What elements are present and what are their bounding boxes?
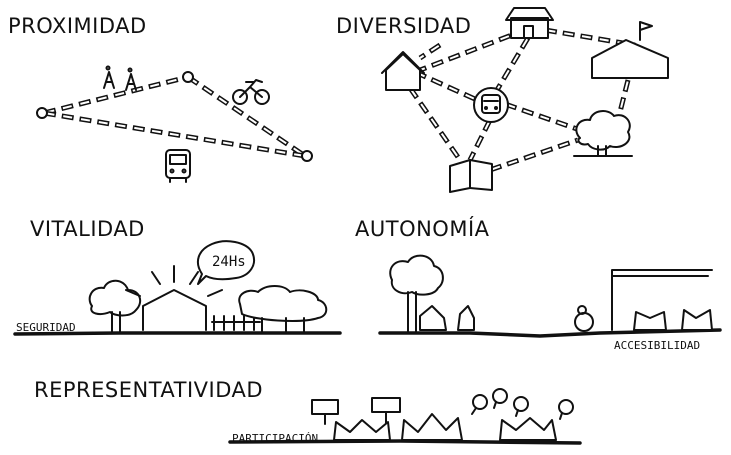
crowd-shape [333, 419, 391, 441]
crowd-shape [401, 413, 463, 441]
title-proximidad: PROXIMIDAD [8, 14, 147, 38]
ground-label-accesibilidad: ACCESIBILIDAD [614, 339, 700, 352]
wheelchair-icon [574, 305, 594, 332]
title-autonomia: AUTONOMÍA [355, 217, 490, 241]
speech-bubble-icon [558, 399, 574, 420]
bicycle-icon [232, 79, 270, 105]
vitalidad-diagram: 24Hs SEGURIDAD [13, 240, 342, 336]
sign-icon [371, 397, 401, 425]
autonomia-diagram: ACCESIBILIDAD [378, 254, 722, 352]
building-icon [591, 21, 669, 79]
book-icon [449, 159, 493, 193]
tree-icon [238, 285, 328, 334]
bus-icon [473, 87, 509, 123]
plant-shape [457, 305, 475, 331]
speech-bubble-icon [492, 388, 508, 409]
representatividad-diagram: PARTICIPACIÓN [228, 388, 582, 445]
tree-icon [573, 110, 633, 157]
title-diversidad: DIVERSIDAD [336, 14, 472, 38]
speech-bubble-icon [513, 396, 529, 417]
crowd-shape [499, 417, 557, 441]
proximidad-diagram [36, 65, 313, 183]
bus-icon [165, 149, 191, 183]
node-point [36, 107, 48, 119]
speech-bubble-icon [196, 240, 255, 285]
sign-icon [311, 399, 339, 425]
school-icon [505, 7, 554, 39]
building-icon [125, 265, 223, 331]
node-point [301, 150, 313, 162]
tree-icon [389, 254, 444, 333]
diversidad-diagram [381, 7, 669, 193]
bubble-24hs-label: 24Hs [212, 254, 246, 270]
person-icon [125, 67, 137, 91]
ground-label-participacion: PARTICIPACIÓN [232, 432, 318, 445]
plant-shape [419, 305, 447, 331]
person-icon [103, 65, 115, 89]
tree-icon [88, 279, 142, 334]
ground-label-seguridad: SEGURIDAD [16, 321, 76, 334]
shelter-icon [611, 269, 713, 331]
node-point [182, 71, 194, 83]
title-vitalidad: VITALIDAD [30, 217, 145, 241]
house-icon [381, 51, 425, 91]
speech-bubble-icon [471, 394, 488, 415]
title-representatividad: REPRESENTATIVIDAD [34, 378, 264, 402]
